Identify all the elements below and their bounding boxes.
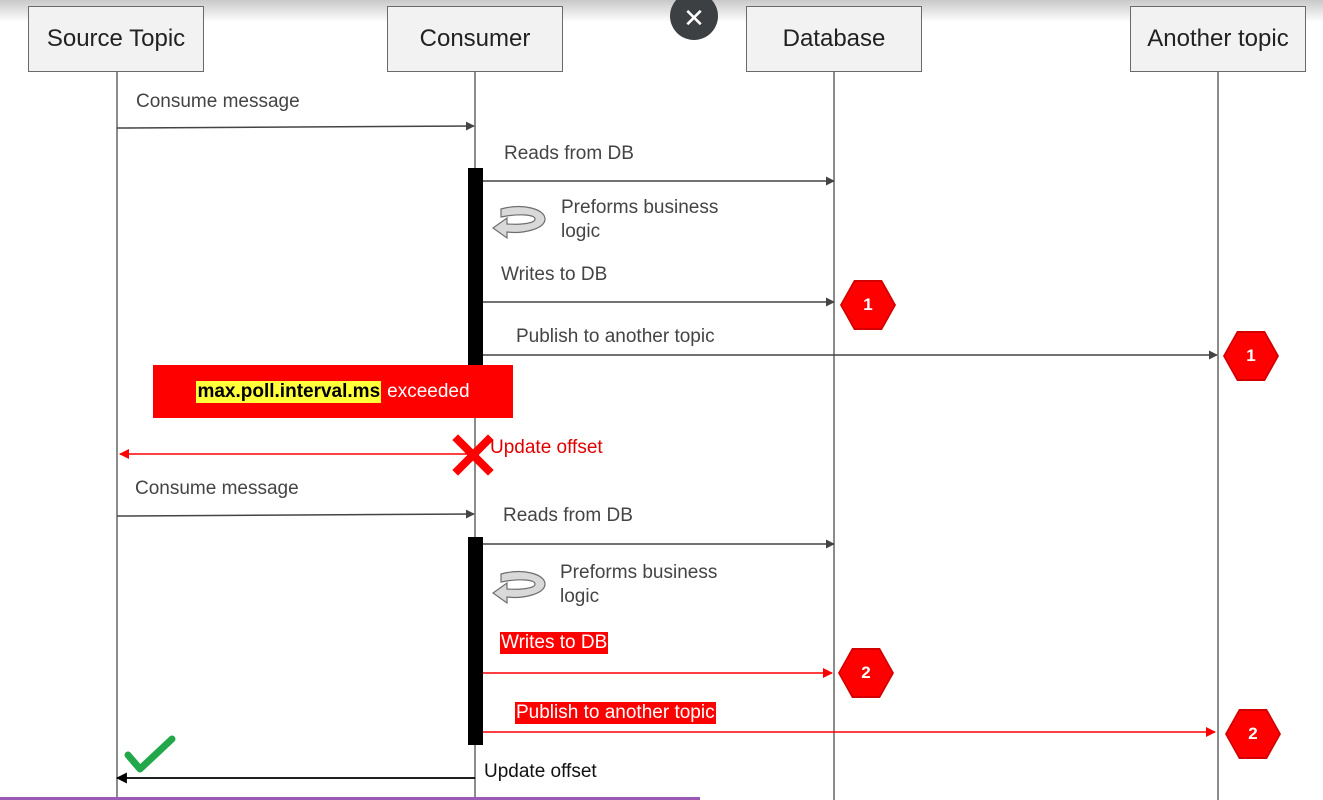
note-config-key: max.poll.interval.ms [196,380,382,403]
x-mark-icon [452,434,494,476]
arrow-consume-message-2 [116,509,475,519]
participant-database: Database [746,6,922,72]
check-mark-icon [124,735,176,773]
label-publish-2: Publish to another topic [515,702,716,724]
close-icon: ✕ [683,3,705,33]
label-business-logic-1-line1: Preforms business [561,197,719,218]
activation-bar-1 [468,168,483,366]
participant-consumer: Consumer [387,6,563,72]
label-business-logic-1-line2: logic [561,221,601,242]
note-poll-interval-exceeded: max.poll.interval.ms exceeded [153,365,513,418]
label-update-offset-success: Update offset [484,761,597,782]
participant-source-topic: Source Topic [28,6,204,72]
label-business-logic-2-line1: Preforms business [560,562,718,583]
loop-arrow-icon [491,571,546,605]
arrow-consume-message-1 [116,121,475,131]
label-writes-to-db-1: Writes to DB [501,264,608,285]
label-update-offset-failed: Update offset [490,437,603,458]
marker-db-2: 2 [838,648,894,698]
label-reads-from-db-2: Reads from DB [503,505,633,526]
note-text: exceeded [387,380,470,402]
bottom-progress-strip [0,797,700,800]
participant-another-topic: Another topic [1130,6,1306,72]
label-consume-message-2: Consume message [135,478,299,499]
label-reads-from-db-1: Reads from DB [504,143,634,164]
label-writes-to-db-2: Writes to DB [500,632,609,654]
loop-arrow-icon [491,206,546,240]
label-business-logic-2-line2: logic [560,586,600,607]
label-publish-1: Publish to another topic [516,326,715,347]
marker-topic-1: 1 [1223,331,1279,381]
activation-bar-2 [468,537,483,745]
label-consume-message-1: Consume message [136,91,300,112]
close-button[interactable]: ✕ [670,0,718,40]
marker-topic-2: 2 [1225,709,1281,759]
